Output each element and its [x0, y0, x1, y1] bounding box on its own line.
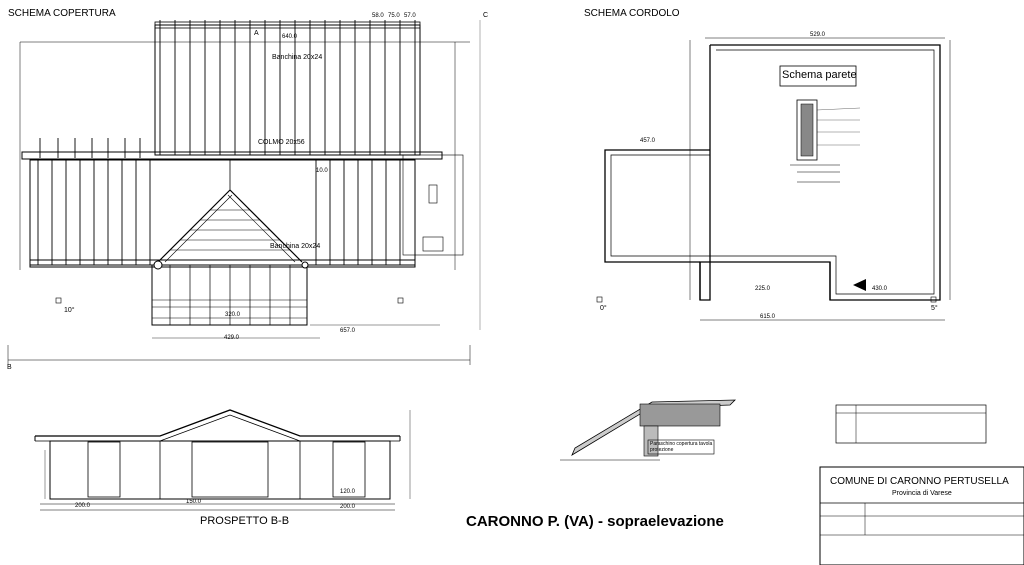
section-marker-a: A [254, 30, 259, 37]
section-marker-b: B [7, 364, 12, 371]
svg-text:430.0: 430.0 [872, 286, 888, 292]
roof-section-detail [560, 399, 736, 461]
svg-text:57.0: 57.0 [404, 13, 416, 19]
svg-text:200.0: 200.0 [75, 503, 91, 509]
colmo-label: COLMO 20x56 [258, 139, 305, 146]
banchina-bottom-label: Banchina 20x24 [270, 243, 321, 250]
dimension-texts: 640.0 58.0 75.0 57.0 10.0 320.0 657.0 42… [75, 13, 888, 510]
title-block-provincia: Provincia di Varese [892, 490, 952, 497]
roof-plan [7, 20, 481, 365]
cordolo-plan [596, 37, 951, 321]
svg-text:457.0: 457.0 [640, 138, 656, 144]
svg-text:120.0: 120.0 [340, 489, 356, 495]
schema-copertura-title: SCHEMA COPERTURA [8, 8, 116, 19]
svg-text:529.0: 529.0 [810, 32, 826, 38]
svg-text:657.0: 657.0 [340, 328, 356, 334]
svg-text:58.0: 58.0 [372, 13, 384, 19]
svg-text:320.0: 320.0 [225, 312, 241, 318]
section-marker-c: C [483, 12, 489, 19]
angle-label-right: 5° [931, 305, 938, 312]
roof-detail-note: Paraschino copertura tavola protezione [650, 441, 713, 453]
prospetto-title: PROSPETTO B-B [200, 515, 290, 527]
angle-label-mid: 0° [600, 305, 607, 312]
title-block [819, 466, 1024, 565]
schema-cordolo-title: SCHEMA CORDOLO [584, 8, 680, 19]
banchina-top-label: Banchina 20x24 [272, 54, 323, 61]
svg-text:615.0: 615.0 [760, 314, 776, 320]
svg-text:150.0: 150.0 [186, 499, 202, 505]
svg-text:225.0: 225.0 [755, 286, 771, 292]
schema-parete-title: Schema parete [782, 69, 857, 81]
legend-box [835, 404, 987, 444]
svg-text:429.0: 429.0 [224, 335, 240, 341]
svg-text:10.0: 10.0 [316, 168, 328, 174]
title-block-comune: COMUNE DI CARONNO PERTUSELLA [830, 476, 1009, 487]
main-title: CARONNO P. (VA) - sopraelevazione [466, 513, 724, 530]
svg-text:75.0: 75.0 [388, 13, 400, 19]
svg-text:640.0: 640.0 [282, 34, 298, 40]
svg-text:200.0: 200.0 [340, 504, 356, 510]
elevation-view [34, 409, 411, 511]
angle-label-left: 10° [64, 307, 75, 314]
